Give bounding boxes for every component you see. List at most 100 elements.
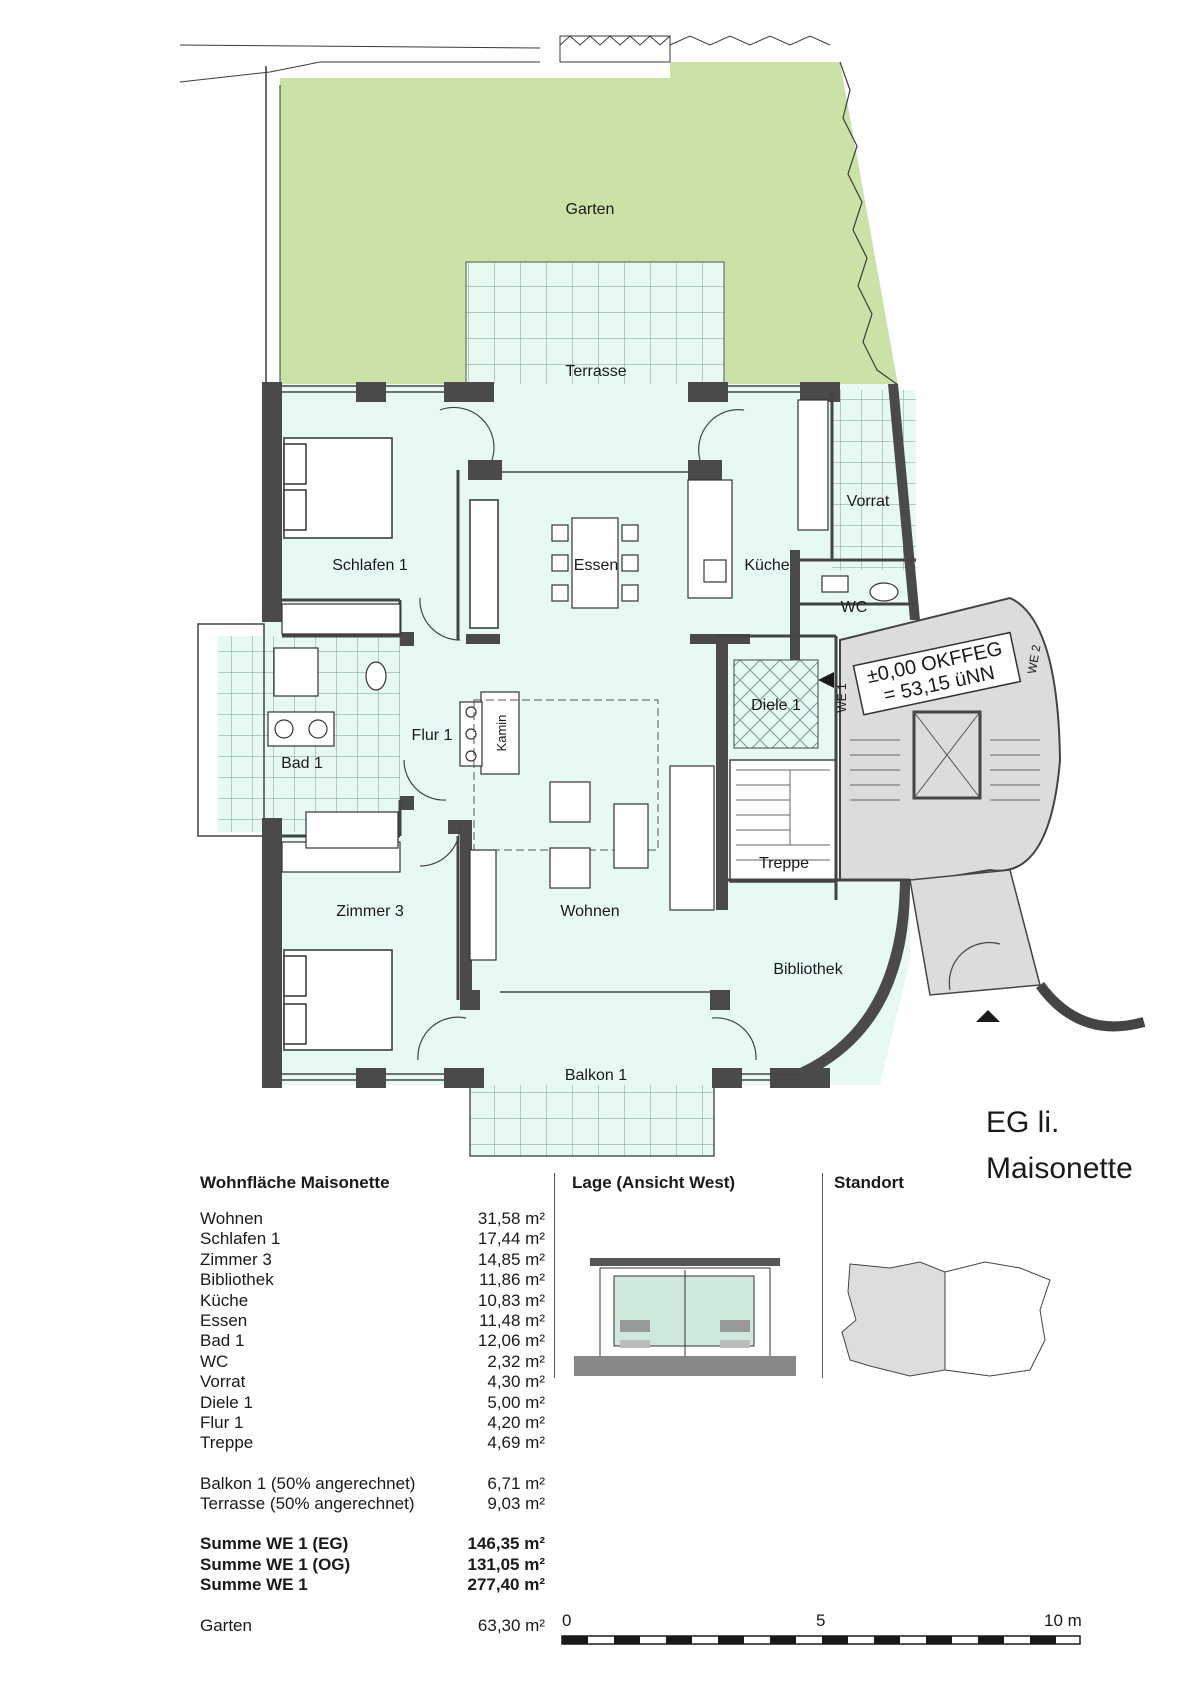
outdoor-row: Terrasse (50% angerechnet) 9,03 m² (200, 1494, 545, 1514)
area-table: Wohnfläche Maisonette Wohnen 31,58 m² Sch… (200, 1173, 545, 1636)
site-thumbnail (841, 1261, 1051, 1377)
fireplace (459, 691, 520, 775)
label-schlafen1: Schlafen 1 (332, 557, 408, 574)
scale-zero: 0 (562, 1611, 572, 1630)
sum-value: 146,35 m² (467, 1534, 546, 1554)
label-kueche: Küche (744, 557, 789, 574)
bed-schlafen (283, 437, 393, 539)
area-value: 12,06 m² (477, 1331, 545, 1351)
sum-label: Summe WE 1 (OG) (200, 1554, 351, 1574)
area-row: Zimmer 3 14,85 m² (200, 1250, 545, 1270)
door-swings (403, 406, 1001, 1061)
label-we2: WE 2 (1025, 643, 1044, 675)
area-row: WC 2,32 m² (200, 1352, 545, 1372)
level-marker (852, 631, 1022, 716)
area-label: Bad 1 (200, 1331, 245, 1351)
standort-title: Standort (834, 1173, 904, 1192)
balcony-bath-outline (197, 623, 265, 837)
bath-fixtures (267, 575, 899, 849)
area-value: 10,83 m² (477, 1290, 545, 1310)
label-balkon1: Balkon 1 (565, 1067, 627, 1084)
area-value: 17,44 m² (477, 1229, 545, 1249)
bed-zimmer3 (283, 949, 393, 1051)
label-zimmer3: Zimmer 3 (336, 903, 404, 920)
area-label: Balkon 1 (50% angerechnet) (200, 1473, 416, 1493)
area-row: Vorrat 4,30 m² (200, 1372, 545, 1392)
scale-end: 10 m (1044, 1611, 1082, 1630)
label-kamin: Kamin (494, 715, 509, 752)
area-label: Wohnen (200, 1209, 264, 1228)
label-diele1: Diele 1 (751, 697, 801, 714)
area-value: 6,71 m² (487, 1473, 545, 1493)
area-label: Diele 1 (200, 1392, 253, 1412)
area-label: Vorrat (200, 1372, 246, 1392)
sum-value: 131,05 m² (467, 1554, 546, 1574)
kitchen-island (687, 399, 829, 599)
area-value: 4,30 m² (487, 1372, 545, 1392)
diele-entry-arrow-icon (818, 672, 834, 688)
label-flur1: Flur 1 (412, 727, 453, 744)
outdoor-row: Balkon 1 (50% angerechnet) 6,71 m² (200, 1474, 545, 1494)
label-wc: WC (841, 599, 868, 616)
scale-bar (561, 1635, 1081, 1645)
area-label: Bibliothek (200, 1270, 274, 1290)
windows (282, 385, 800, 1081)
garden-row: Garten 63,30 m² (200, 1616, 545, 1636)
area-label: Zimmer 3 (200, 1249, 272, 1269)
label-we1: WE 1 (835, 683, 849, 713)
area-value: 5,00 m² (487, 1392, 545, 1412)
sum-row: Summe WE 1 (EG)146,35 m² (200, 1534, 545, 1554)
area-label: Terrasse (50% angerechnet) (200, 1494, 415, 1514)
area-heading: Wohnfläche Maisonette (200, 1173, 390, 1192)
walls (262, 382, 920, 1088)
area-row: Flur 1 4,20 m² (200, 1413, 545, 1433)
sum-value: 277,40 m² (467, 1575, 546, 1595)
dining-table (551, 517, 639, 609)
area-value: 4,69 m² (487, 1433, 545, 1453)
area-value: 14,85 m² (477, 1249, 545, 1269)
living-furniture (469, 765, 715, 961)
area-row: Bad 1 12,06 m² (200, 1331, 545, 1351)
elevation-thumbnail (574, 1258, 796, 1376)
interior-floor (262, 384, 920, 1085)
area-label: Garten (200, 1615, 252, 1635)
area-label: WC (200, 1351, 229, 1371)
wardrobe-schlafen (281, 603, 401, 635)
area-row: Wohnen 31,58 m² (200, 1209, 545, 1229)
partition-walls (282, 392, 916, 1000)
shelf-left (469, 499, 499, 629)
internal-stair (729, 759, 837, 883)
area-label: Flur 1 (200, 1412, 244, 1432)
area-label: Treppe (200, 1433, 254, 1453)
unit-title: EG li. Maisonette (986, 1100, 1133, 1192)
area-value: 63,30 m² (477, 1615, 545, 1635)
unit-title-line2: Maisonette (986, 1152, 1133, 1185)
area-value: 9,03 m² (487, 1494, 545, 1514)
divider (554, 1173, 555, 1378)
area-value: 31,58 m² (477, 1209, 545, 1228)
area-value: 11,48 m² (479, 1310, 545, 1330)
area-label: Küche (200, 1290, 249, 1310)
lage-title: Lage (Ansicht West) (572, 1173, 736, 1192)
label-terrasse: Terrasse (565, 363, 626, 380)
label-wohnen: Wohnen (560, 903, 619, 920)
garden-area (179, 35, 899, 386)
area-row: Küche 10,83 m² (200, 1291, 545, 1311)
area-row: Bibliothek 11,86 m² (200, 1270, 545, 1290)
area-value: 4,20 m² (487, 1412, 545, 1432)
area-value: 11,86 m² (479, 1270, 545, 1290)
label-essen: Essen (574, 557, 618, 574)
diele-floor (733, 659, 819, 749)
divider (822, 1173, 823, 1378)
label-bibliothek: Bibliothek (773, 961, 843, 978)
sum-row: Summe WE 1 (OG) 131,05 m² (200, 1555, 545, 1575)
area-value: 2,32 m² (487, 1351, 545, 1371)
area-row: Diele 1 5,00 m² (200, 1393, 545, 1413)
label-vorrat: Vorrat (847, 493, 890, 510)
sum-label: Summe WE 1 (200, 1575, 308, 1595)
scale-mid: 5 (816, 1611, 826, 1630)
